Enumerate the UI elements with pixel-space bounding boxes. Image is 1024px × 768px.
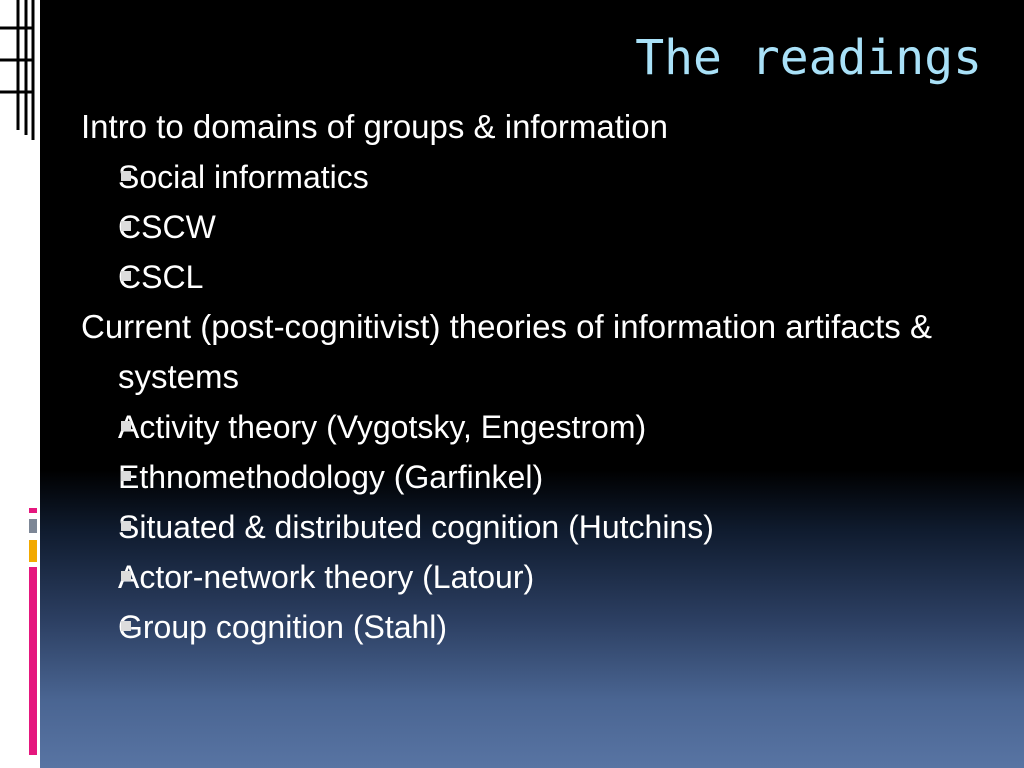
list-item: Intro to domains of groups & information <box>81 102 998 152</box>
decorative-lines <box>0 0 35 140</box>
item-text: Intro to domains of groups & information <box>81 108 668 145</box>
item-text: Actor-network theory (Latour) <box>118 559 535 595</box>
list-item: Situated & distributed cognition (Hutchi… <box>118 502 998 552</box>
slide-content-list: Intro to domains of groups & information… <box>81 102 998 652</box>
item-text: Group cognition (Stahl) <box>118 609 448 645</box>
accent-orange-bar <box>29 540 37 562</box>
list-item: CSCW <box>118 202 998 252</box>
list-item: Group cognition (Stahl) <box>118 602 998 652</box>
square-bullet-icon <box>121 171 131 181</box>
square-bullet-icon <box>121 421 131 431</box>
item-text: Current (post-cognitivist) theories of i… <box>81 308 932 395</box>
list-item: Current (post-cognitivist) theories of i… <box>81 302 998 402</box>
accent-gray-bar <box>29 519 37 533</box>
left-decorative-strip <box>0 0 40 768</box>
item-text: Ethnomethodology (Garfinkel) <box>118 459 544 495</box>
item-text: Social informatics <box>118 159 369 195</box>
item-text: Activity theory (Vygotsky, Engestrom) <box>118 409 647 445</box>
square-bullet-icon <box>121 221 131 231</box>
square-bullet-icon <box>121 621 131 631</box>
accent-pink-bar <box>29 567 37 755</box>
item-text: Situated & distributed cognition (Hutchi… <box>118 509 714 545</box>
square-bullet-icon <box>121 571 131 581</box>
list-item: CSCL <box>118 252 998 302</box>
list-item: Ethnomethodology (Garfinkel) <box>118 452 998 502</box>
square-bullet-icon <box>121 521 131 531</box>
list-item: Social informatics <box>118 152 998 202</box>
item-text: CSCL <box>118 259 204 295</box>
item-text: CSCW <box>118 209 216 245</box>
list-item: Actor-network theory (Latour) <box>118 552 998 602</box>
square-bullet-icon <box>121 271 131 281</box>
square-bullet-icon <box>121 471 131 481</box>
list-item: Activity theory (Vygotsky, Engestrom) <box>118 402 998 452</box>
slide-title: The readings <box>635 30 982 86</box>
accent-pink-top-bar <box>29 508 37 513</box>
